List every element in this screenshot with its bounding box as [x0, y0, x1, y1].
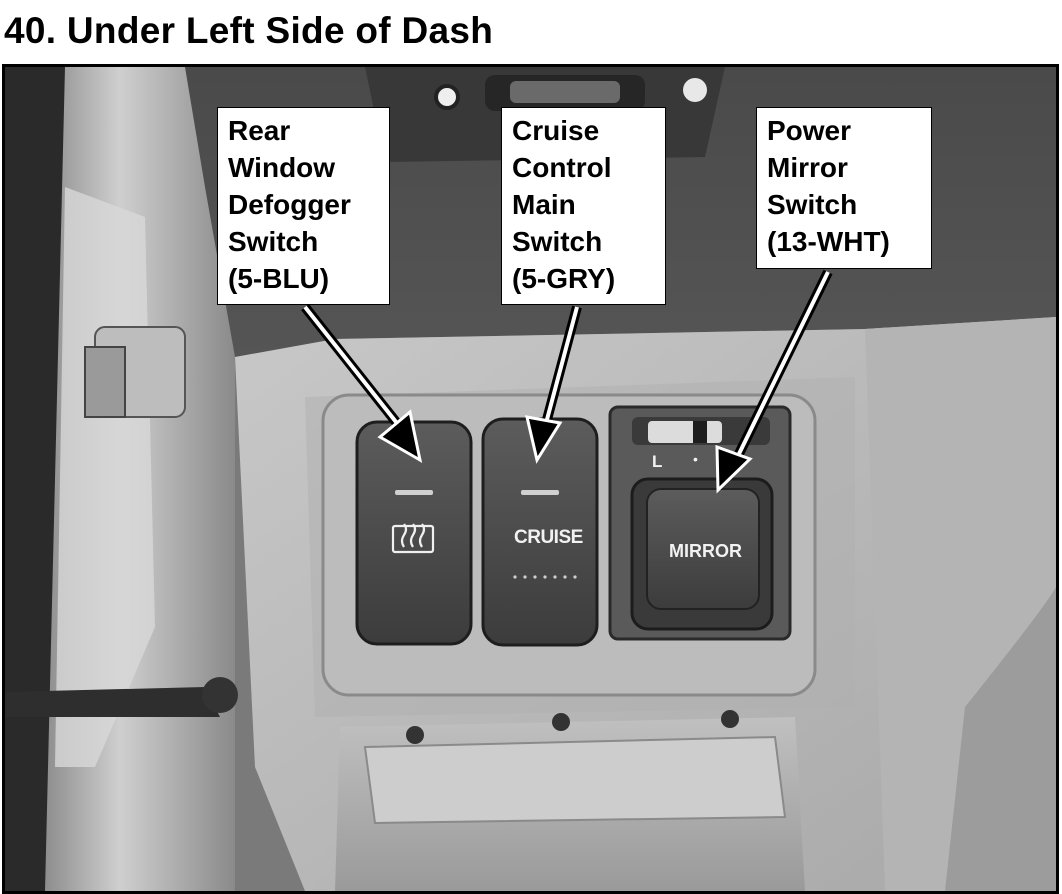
mirror-selector-slider[interactable]	[648, 421, 722, 443]
callout-line: Power	[767, 115, 852, 146]
arrow-to-cruise	[525, 415, 563, 464]
callout-line: Defogger	[228, 189, 351, 220]
callout-line: Switch	[228, 226, 319, 257]
arrow-to-defogger	[377, 409, 423, 463]
mirror-selector-dot: •	[693, 451, 698, 467]
callout-line: Switch	[767, 189, 858, 220]
callout-power-mirror: Power Mirror Switch (13-WHT)	[756, 107, 932, 269]
mirror-selector-left-label: L	[652, 452, 663, 471]
callout-line: Control	[512, 152, 612, 183]
callout-line: Rear	[228, 115, 291, 146]
callout-line: (13-WHT)	[767, 226, 890, 257]
page-title: 40. Under Left Side of Dash	[4, 10, 494, 51]
callout-line: (5-BLU)	[228, 263, 330, 294]
callout-line: Mirror	[767, 152, 848, 183]
callout-line: Main	[512, 189, 576, 220]
mirror-adjust-button[interactable]	[646, 488, 760, 610]
callout-line: Cruise	[512, 115, 600, 146]
hood-release-cable	[5, 687, 220, 717]
cruise-switch-label: CRUISE	[514, 527, 583, 548]
callout-line: Switch	[512, 226, 603, 257]
defogger-indicator	[395, 490, 433, 495]
arrow-to-mirror	[715, 444, 753, 494]
callout-rear-window-defogger: Rear Window Defogger Switch (5-BLU)	[217, 107, 390, 305]
mirror-switch-label: MIRROR	[669, 541, 742, 561]
rear-defrost-icon	[391, 523, 435, 554]
callout-line: (5-GRY)	[512, 263, 616, 294]
cruise-indicator	[521, 490, 559, 495]
callout-line: Window	[228, 152, 336, 183]
callout-cruise-control: Cruise Control Main Switch (5-GRY)	[501, 107, 666, 305]
